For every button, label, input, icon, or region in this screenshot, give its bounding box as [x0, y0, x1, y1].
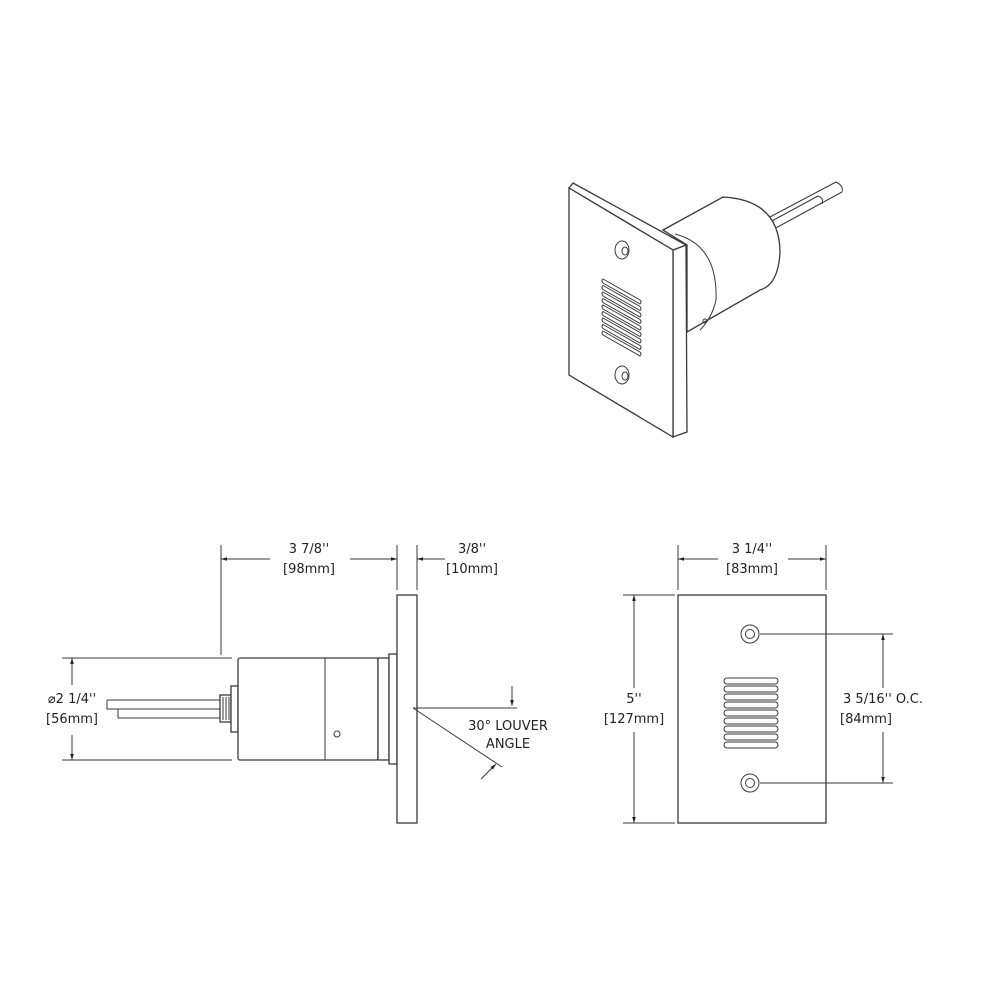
diameter-dimension — [62, 657, 232, 761]
iso-louver-slot — [601, 317, 642, 344]
hole-spacing-dimension — [760, 633, 893, 784]
depth-label-metric: [98mm] — [280, 562, 338, 578]
louvers — [723, 677, 779, 749]
screw-hole-top — [740, 624, 760, 644]
iso-louver-slot — [601, 330, 642, 357]
louver-slot — [723, 693, 779, 701]
width-label-metric: [83mm] — [723, 562, 781, 578]
louver-slot — [723, 733, 779, 741]
isometric-view — [568, 181, 843, 439]
side-view — [62, 545, 517, 824]
iso-louver-slot — [601, 284, 642, 312]
louver-angle-label-2: ANGLE — [485, 737, 531, 752]
width-dimension — [677, 545, 827, 590]
rear-cap — [230, 685, 239, 733]
faceplate-side — [396, 594, 418, 824]
louver-slot — [723, 701, 779, 709]
width-label-imperial: 3 1/4'' — [729, 542, 775, 558]
louver-slot — [723, 677, 779, 685]
iso-screw-hole — [614, 240, 630, 260]
front-view — [623, 545, 893, 824]
iso-plate-side — [672, 244, 688, 438]
height-label-imperial: 5'' — [624, 692, 644, 708]
iso-louver-slot — [601, 310, 642, 338]
louver-slot — [723, 709, 779, 717]
collar — [377, 657, 390, 761]
iso-cylinder — [661, 196, 781, 334]
flange — [388, 653, 398, 765]
thickness-label-imperial: 3/8'' — [455, 542, 489, 558]
louver-slot — [723, 685, 779, 693]
iso-screw-hole — [614, 365, 630, 385]
height-label-metric: [127mm] — [601, 712, 667, 728]
louver-angle-label-1: 30° LOUVER — [468, 719, 548, 734]
faceplate-front — [677, 594, 827, 824]
louver-slot — [723, 741, 779, 749]
set-screw — [333, 730, 341, 738]
iso-louver-slot — [601, 278, 642, 305]
louver-slot — [723, 717, 779, 725]
iso-louver-slot — [601, 291, 642, 318]
iso-wires — [767, 181, 843, 231]
height-dimension — [623, 594, 675, 824]
hole-spacing-label-imperial: 3 5/16'' O.C. — [841, 692, 925, 708]
hole-spacing-label-metric: [84mm] — [837, 712, 895, 728]
louver-angle-dimension — [412, 686, 517, 780]
iso-louvers — [601, 278, 642, 357]
housing-body — [237, 657, 379, 761]
louver-slot — [723, 725, 779, 733]
wire — [106, 699, 220, 719]
iso-louver-slot — [601, 323, 642, 351]
iso-louver-slot — [601, 304, 642, 331]
diameter-label-metric: [56mm] — [43, 712, 101, 728]
iso-louver-slot — [601, 297, 642, 325]
screw-hole-bottom — [740, 773, 760, 793]
thickness-label-metric: [10mm] — [443, 562, 501, 578]
depth-label-imperial: 3 7/8'' — [286, 542, 332, 558]
depth-dimension — [220, 545, 445, 655]
diameter-label-imperial: ⌀2 1/4'' — [45, 692, 99, 708]
